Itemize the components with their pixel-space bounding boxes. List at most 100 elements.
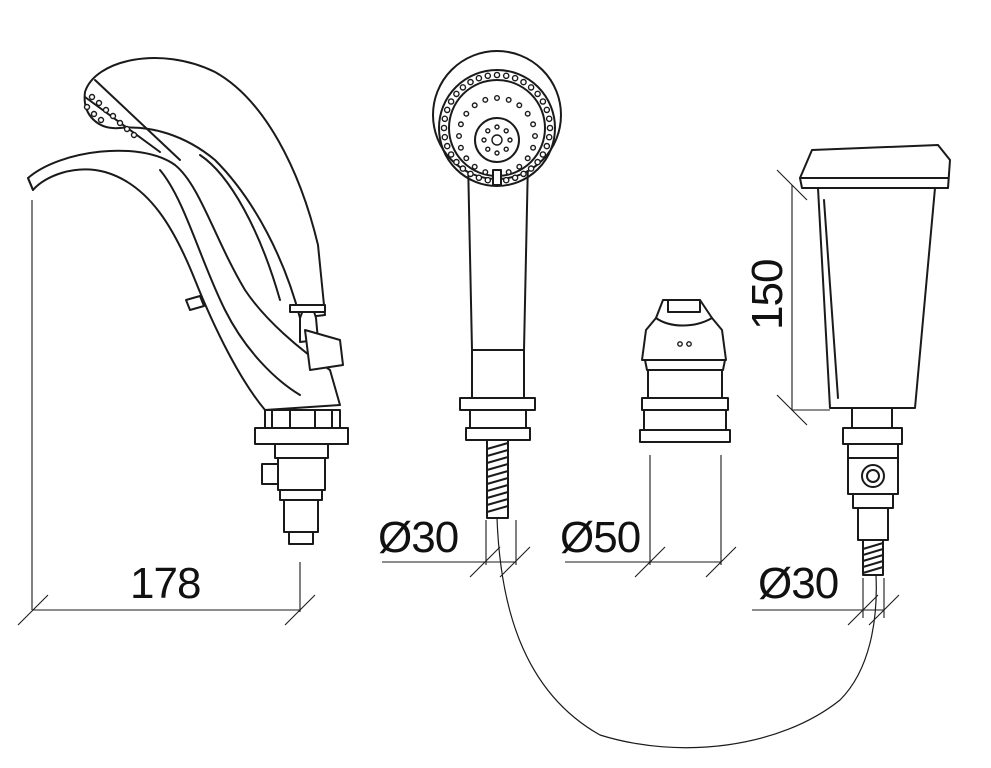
thread-line — [862, 542, 884, 550]
hand-shower-diameter-dimension: Ø30 — [378, 513, 531, 578]
nozzle-dot — [471, 163, 478, 170]
nozzle-dot — [457, 144, 464, 151]
nozzle-dot — [527, 84, 535, 91]
nozzle-dot — [516, 102, 523, 109]
thread-line — [862, 560, 884, 568]
nozzle-dot — [459, 165, 467, 172]
nozzle-dot — [475, 74, 483, 82]
nozzle-dot — [453, 158, 460, 166]
nozzle-dot — [539, 151, 547, 158]
nozzle-dot — [443, 106, 451, 114]
thread-line — [486, 449, 509, 457]
nozzle-dot — [546, 124, 554, 132]
thread-line — [486, 484, 509, 492]
nozzle-dot — [456, 132, 463, 139]
nozzle-dot — [503, 146, 509, 152]
lever-diameter-dimension: Ø30 — [752, 559, 900, 626]
nozzle-dot — [494, 94, 501, 101]
handset-head-on-spout — [83, 57, 326, 319]
thread-line — [486, 463, 509, 471]
thread-line — [486, 477, 509, 485]
nozzle-dot — [511, 74, 519, 82]
nozzle-dot — [484, 72, 492, 80]
nozzle-dot — [502, 72, 510, 80]
nozzle-dot — [447, 98, 455, 105]
thread-line — [486, 491, 509, 499]
nozzle-dot — [545, 133, 553, 141]
nozzle-dot — [543, 142, 551, 150]
lever-height-label: 150 — [743, 260, 792, 330]
nozzle-dot — [494, 150, 500, 156]
handset-nozzle-dots — [83, 93, 138, 139]
hand-shower — [432, 50, 562, 441]
nozzle-dot — [459, 84, 467, 91]
nozzle-dot — [545, 115, 553, 123]
valve-cap — [641, 299, 727, 361]
spout-body — [27, 149, 341, 411]
nozzle-dot — [441, 133, 449, 141]
thread-line — [862, 548, 884, 556]
thread-line — [486, 505, 509, 513]
thread-line — [486, 498, 509, 506]
nozzle-dot — [527, 165, 535, 172]
nozzle-dot — [481, 137, 487, 143]
nozzle-dot — [516, 163, 523, 170]
lever-valve — [799, 144, 951, 576]
nozzle-dot — [467, 170, 474, 178]
lever-handle-top — [799, 144, 951, 189]
nozzle-dot — [475, 174, 483, 182]
nozzle-dot — [503, 128, 509, 134]
nozzle-dot — [447, 151, 455, 158]
valve-diameter-dimension: Ø50 — [560, 455, 737, 578]
nozzle-dot — [505, 96, 512, 103]
thread-line — [486, 442, 509, 450]
nozzle-dot — [467, 78, 474, 86]
hand-shower-handle — [467, 159, 529, 351]
hand-shower-diameter-label: Ø30 — [378, 513, 458, 562]
nozzle-dot — [520, 78, 527, 86]
lever-diameter-label: Ø30 — [758, 559, 838, 608]
nozzle-dot — [463, 110, 470, 117]
thread-line — [486, 470, 509, 478]
nozzle-dot — [534, 158, 541, 166]
nozzle-dot — [482, 96, 489, 103]
thread-line — [862, 566, 884, 574]
nozzle-dot — [494, 124, 500, 130]
lever-inlet-port — [861, 464, 885, 488]
nozzle-dot — [440, 124, 448, 132]
spout-inlet-body — [277, 457, 326, 491]
nozzle-dot — [543, 106, 551, 114]
nozzle-dot — [505, 169, 512, 176]
nozzle-dot — [524, 110, 531, 117]
spout-width-label: 178 — [130, 559, 200, 608]
nozzle-dot — [530, 121, 537, 128]
thread-line — [486, 456, 509, 464]
diverter-valve — [639, 299, 731, 443]
nozzle-dot — [463, 155, 470, 162]
nozzle-dot — [485, 128, 491, 134]
lever-height-dimension: 150 — [743, 169, 830, 426]
nozzle-dot — [530, 144, 537, 151]
bath-spout-with-handset — [27, 57, 349, 545]
nozzle-dot — [502, 176, 510, 184]
nozzle-dot — [453, 90, 460, 98]
nozzle-dot — [471, 102, 478, 109]
nozzle-dot — [507, 137, 513, 143]
spout-base-collar — [264, 409, 341, 429]
valve-body — [644, 359, 726, 371]
nozzle-dot — [484, 176, 492, 184]
thread-line — [862, 554, 884, 562]
nozzle-dot — [443, 142, 451, 150]
nozzle-dot — [511, 174, 519, 182]
shower-hose — [486, 439, 877, 749]
nozzle-dot — [539, 98, 547, 105]
nozzle-dot — [457, 121, 464, 128]
nozzle-dot — [534, 90, 541, 98]
nozzle-dot — [532, 132, 539, 139]
hand-shower-collar — [471, 349, 525, 399]
nozzle-dot — [485, 146, 491, 152]
nozzle-dot — [520, 170, 527, 178]
spout-width-dimension: 178 — [17, 200, 316, 626]
valve-diameter-label: Ø50 — [560, 513, 640, 562]
